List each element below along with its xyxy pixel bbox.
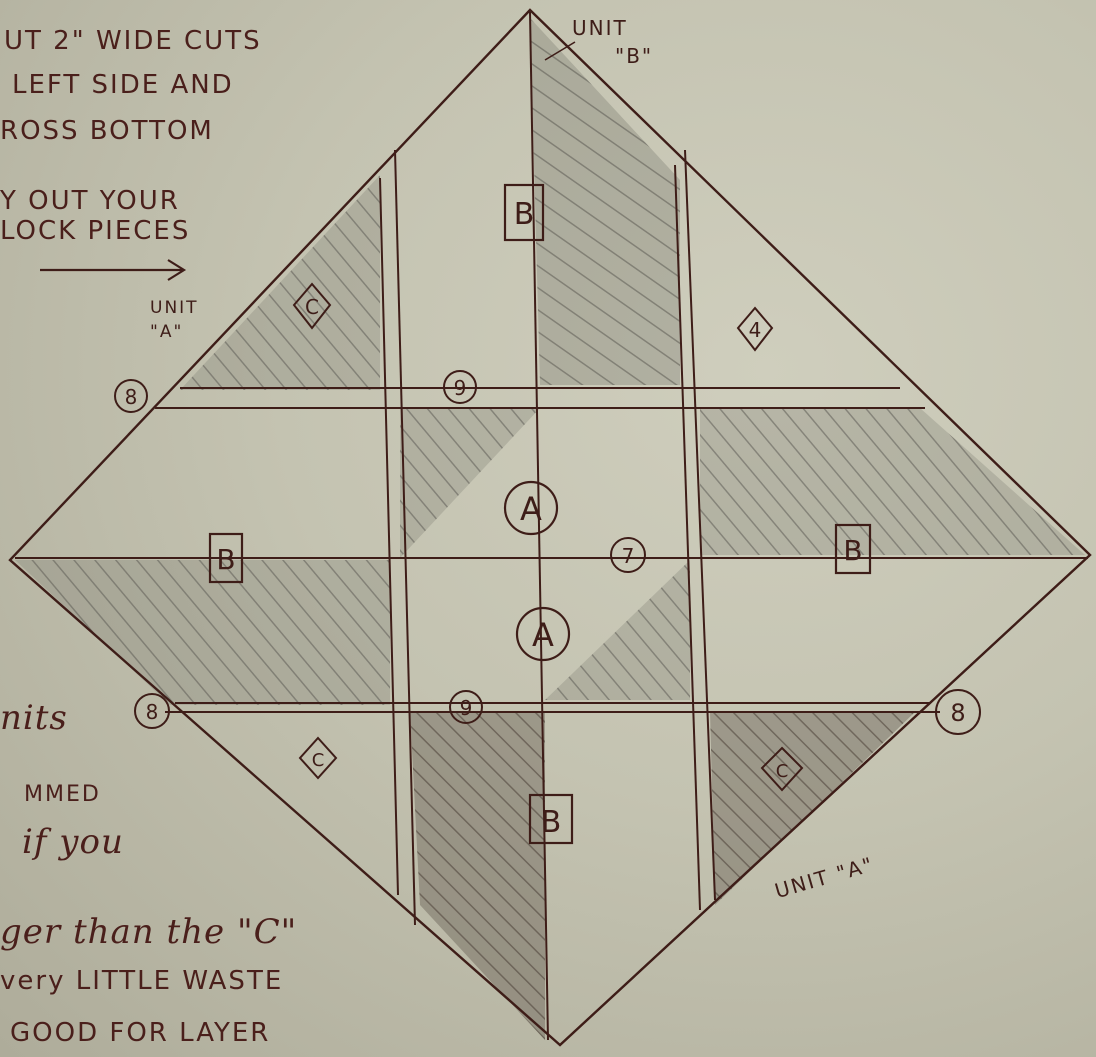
note-line-1: UT 2" WIDE CUTS bbox=[4, 26, 262, 56]
note-layer: GOOD FOR LAYER bbox=[10, 1018, 270, 1048]
shade-top-b bbox=[530, 18, 680, 385]
marker-8-lower-left: 8 bbox=[135, 694, 169, 728]
marker-8-upper-left-label: 8 bbox=[125, 385, 138, 409]
unit-b-label-line1: UNIT bbox=[572, 16, 628, 40]
piece-4-upper-right-label: 4 bbox=[749, 318, 762, 342]
marker-9-upper-label: 9 bbox=[454, 376, 467, 400]
arrow-right bbox=[40, 260, 184, 280]
note-waste: very LITTLE WASTE bbox=[0, 966, 283, 996]
piece-b-bottom-label: B bbox=[541, 805, 562, 840]
unit-a-top-label-line2: "A" bbox=[150, 322, 183, 342]
note-trimmed: MMED bbox=[24, 782, 101, 807]
shade-bottom-b bbox=[410, 712, 545, 1040]
piece-c-upper-left-label: C bbox=[305, 295, 319, 319]
piece-a-upper: A bbox=[505, 482, 557, 534]
piece-c-lower-right-label: C bbox=[776, 761, 789, 782]
note-line-2: LEFT SIDE AND bbox=[12, 70, 234, 100]
piece-4-upper-right: 4 bbox=[738, 308, 772, 350]
note-bigger: ger than the "C" bbox=[0, 912, 297, 952]
unit-b-label-line2: "B" bbox=[615, 44, 653, 68]
piece-b-right-label: B bbox=[843, 534, 862, 567]
piece-a-upper-label: A bbox=[520, 490, 542, 528]
piece-b-top-label: B bbox=[514, 197, 535, 232]
piece-a-lower-label: A bbox=[532, 616, 554, 654]
note-line-3: ROSS BOTTOM bbox=[0, 116, 214, 146]
note-units: nits bbox=[0, 698, 68, 738]
shade-right-b bbox=[700, 408, 1085, 555]
shade-upper-left-c bbox=[180, 175, 380, 390]
piece-c-lower-left-label: C bbox=[312, 750, 325, 771]
shade-left-b bbox=[15, 560, 390, 705]
marker-8-right: 8 bbox=[936, 690, 980, 734]
marker-7: 7 bbox=[611, 538, 645, 572]
piece-a-lower: A bbox=[517, 608, 569, 660]
note-line-5: LOCK PIECES bbox=[0, 216, 190, 246]
marker-8-upper-left: 8 bbox=[115, 380, 147, 412]
marker-8-lower-left-label: 8 bbox=[146, 700, 159, 724]
note-line-4: Y OUT YOUR bbox=[0, 186, 180, 216]
marker-9-lower-label: 9 bbox=[460, 696, 473, 720]
marker-9-lower: 9 bbox=[450, 691, 482, 723]
piece-c-lower-left: C bbox=[300, 738, 336, 778]
piece-b-left-label: B bbox=[216, 543, 235, 576]
marker-7-label: 7 bbox=[622, 544, 635, 568]
note-if-you: if you bbox=[22, 822, 124, 862]
shade-center-a-lower bbox=[545, 560, 690, 700]
unit-a-top-label-line1: UNIT bbox=[150, 298, 199, 318]
marker-8-right-label: 8 bbox=[950, 699, 965, 727]
shaded-regions bbox=[15, 18, 1085, 1040]
shade-center-a-upper bbox=[400, 408, 540, 558]
